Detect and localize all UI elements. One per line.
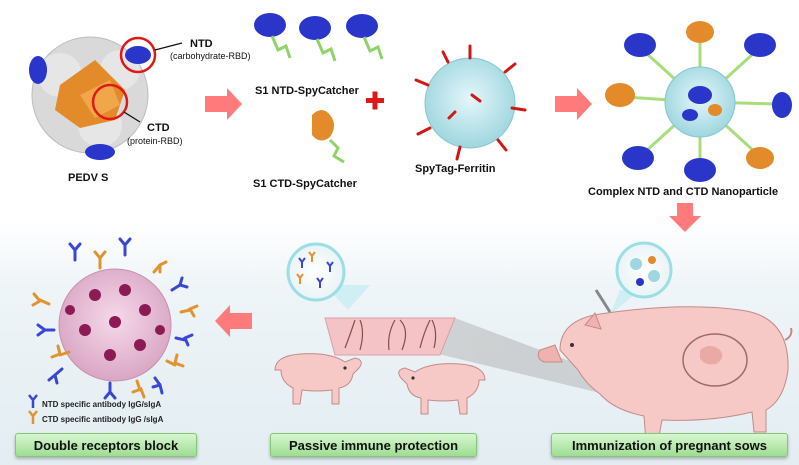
virus-with-antibodies bbox=[31, 237, 199, 400]
arrow-left bbox=[215, 305, 252, 337]
s1-ntd-proteins bbox=[254, 13, 384, 62]
immunization-inset bbox=[594, 241, 673, 315]
arrow-right-2 bbox=[555, 88, 592, 120]
syringe-icon bbox=[594, 289, 612, 313]
legend-ntd-text: NTD specific antibody IgG/sIgA bbox=[42, 400, 162, 409]
double-block-banner: Double receptors block bbox=[15, 433, 197, 457]
immunization-banner: Immunization of pregnant sows bbox=[551, 433, 788, 457]
piglet-left bbox=[274, 353, 362, 405]
s1-ctd-label: S1 CTD-SpyCatcher bbox=[253, 178, 357, 190]
arrow-right-1 bbox=[205, 88, 242, 120]
s1-ntd-label: S1 NTD-SpyCatcher bbox=[255, 85, 359, 97]
complex-label: Complex NTD and CTD Nanoparticle bbox=[588, 186, 779, 198]
pedv-s-structure bbox=[29, 36, 183, 160]
pregnant-sow bbox=[537, 306, 793, 443]
complex-nanoparticle bbox=[605, 21, 792, 182]
piglet-right bbox=[398, 363, 486, 415]
ntd-label: NTD bbox=[190, 38, 213, 50]
arrow-down bbox=[669, 203, 701, 232]
legend-ctd: CTD specific antibody IgG /sIgA bbox=[42, 415, 163, 424]
passive-banner: Passive immune protection bbox=[270, 433, 477, 457]
ctd-sublabel: (protein-RBD) bbox=[127, 136, 183, 146]
passive-inset bbox=[286, 242, 370, 310]
spytag-ferritin-particle bbox=[414, 44, 527, 161]
plus-icon bbox=[366, 91, 384, 110]
ntd-sublabel: (carbohydrate-RBD) bbox=[170, 51, 251, 61]
legend-ctd-text: CTD specific antibody IgG /sIgA bbox=[42, 415, 164, 424]
udder-panel bbox=[324, 317, 456, 356]
ctd-label: CTD bbox=[147, 122, 170, 134]
pedv-label: PEDV S bbox=[68, 172, 109, 184]
legend-icons bbox=[28, 394, 38, 424]
spytag-label: SpyTag-Ferritin bbox=[415, 163, 496, 175]
legend-ntd: NTD specific antibody IgG/sIgA bbox=[42, 400, 161, 409]
s1-ctd-protein bbox=[312, 110, 345, 164]
